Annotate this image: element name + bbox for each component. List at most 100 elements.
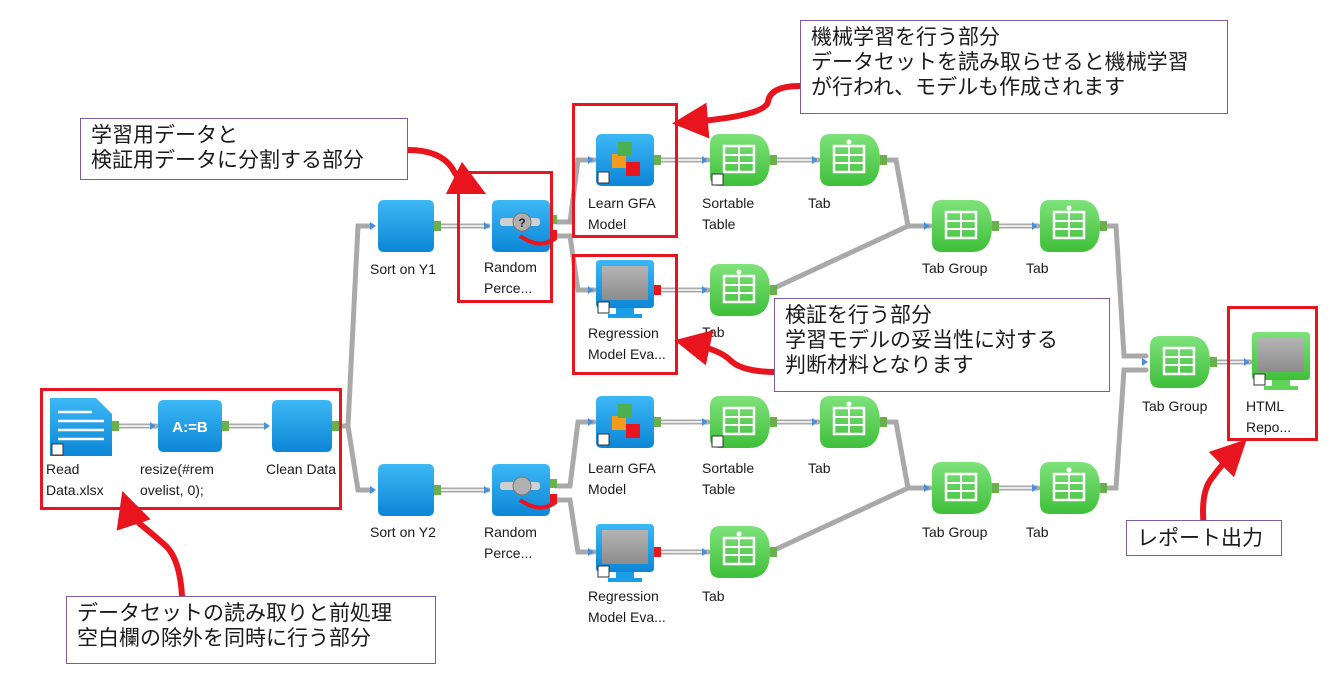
callout-line: が行われ、モデルも作成されます: [811, 75, 1126, 99]
expression-text: A:=B: [172, 419, 208, 436]
node-label: Read: [46, 461, 79, 477]
highlight-box-ml: [572, 103, 678, 238]
node-clean-data[interactable]: Clean Data: [264, 400, 339, 477]
node-label: Model Eva...: [588, 346, 666, 362]
node-regression-eval-1[interactable]: Regression Model Eva...: [588, 260, 666, 362]
callout-split: 学習用データと 検証用データに分割する部分: [80, 118, 408, 180]
node-label: Regression: [588, 588, 659, 604]
arrow-split: [405, 147, 487, 195]
node-tab-1[interactable]: [812, 134, 887, 186]
connector-inner-lines: [118, 159, 1250, 553]
node-label: Sortable: [702, 195, 754, 211]
callout-dataset: データセットの読み取りと前処理 空白欄の除外を同時に行う部分: [66, 596, 436, 664]
callout-line: 判断材料となります: [785, 353, 974, 377]
node-label: Repo...: [1246, 419, 1291, 435]
node-sortable-table-1[interactable]: [702, 134, 777, 186]
node-label: Regression: [588, 325, 659, 341]
node-learn-gfa-1[interactable]: Learn GFA Model: [588, 134, 661, 232]
sort-icon: [378, 200, 434, 252]
callout-line: データセットの読み取りと前処理: [77, 601, 392, 625]
node-random-partition-1[interactable]: ? Random Perce...: [484, 200, 558, 296]
node-tab-group-final[interactable]: [1142, 336, 1217, 388]
node-regression-eval-2[interactable]: Regression Model Eva...: [588, 524, 666, 625]
node-label: Tab Group: [1142, 398, 1208, 414]
connector: [879, 419, 933, 491]
green-nodes: [702, 134, 1217, 578]
callout-line: 検証を行う部分: [785, 303, 932, 327]
annotation-arrows: [116, 83, 1247, 599]
callout-line: 空白欄の除外を同時に行う部分: [77, 626, 371, 650]
callout-line: 機械学習を行う部分: [811, 25, 1000, 49]
highlight-box-split: [457, 171, 553, 303]
node-label: HTML: [1246, 398, 1284, 414]
node-label: Tab: [808, 460, 831, 476]
node-label: Table: [702, 216, 736, 232]
node-random-partition-2[interactable]: Random Perce...: [484, 464, 558, 561]
connector: [879, 157, 933, 229]
node-label: ovelist, 0);: [140, 482, 204, 498]
clean-icon: [272, 400, 332, 452]
node-label: Sort on Y2: [370, 524, 436, 540]
connector: [767, 223, 911, 293]
node-label: Model: [588, 216, 626, 232]
node-label: Table: [702, 481, 736, 497]
highlight-box-report: [1227, 306, 1318, 441]
connector: [553, 497, 597, 555]
callout-line: レポート出力: [1137, 526, 1263, 550]
callout-report: レポート出力: [1126, 520, 1282, 556]
arrow-ml: [672, 83, 803, 139]
node-learn-gfa-2[interactable]: Learn GFA Model: [588, 396, 661, 497]
node-label: Clean Data: [266, 461, 336, 477]
connector: [1099, 223, 1149, 359]
node-label: Tab: [1026, 260, 1049, 276]
node-read-data[interactable]: Read Data.xlsx: [46, 398, 119, 498]
node-sort-y1[interactable]: Sort on Y1: [370, 200, 441, 277]
node-label: Tab Group: [922, 524, 988, 540]
node-label: Sort on Y1: [370, 261, 436, 277]
highlight-box-verify: [572, 254, 678, 375]
node-label: Model: [588, 481, 626, 497]
node-label: Random: [484, 524, 537, 540]
node-tab-group-1[interactable]: [924, 200, 999, 252]
node-tab-g-2[interactable]: [1032, 462, 1107, 514]
sort-icon: [378, 464, 434, 516]
node-tab-g-1[interactable]: [1032, 200, 1107, 252]
node-label: Perce...: [484, 280, 532, 296]
connector: [767, 485, 911, 555]
connector: [553, 419, 597, 489]
node-label: Tab: [702, 324, 725, 340]
expression-icon: [158, 400, 222, 452]
node-sortable-table-2[interactable]: [702, 396, 777, 448]
arrow-dataset: [116, 490, 185, 599]
node-resize[interactable]: A:=B resize(#rem ovelist, 0);: [140, 400, 229, 498]
node-label: Sortable: [702, 460, 754, 476]
question-mark: ?: [518, 216, 525, 230]
node-label: Model Eva...: [588, 609, 666, 625]
callout-verify: 検証を行う部分 学習モデルの妥当性に対する 判断材料となります: [774, 298, 1110, 392]
callout-ml: 機械学習を行う部分 データセットを読み取らせると機械学習 が行われ、モデルも作成…: [800, 20, 1228, 114]
node-html-report[interactable]: HTML Repo...: [1244, 332, 1310, 435]
callout-line: 学習モデルの妥当性に対する: [785, 328, 1058, 352]
node-label: Perce...: [484, 545, 532, 561]
node-label: Tab Group: [922, 260, 988, 276]
arrow-report: [1200, 439, 1247, 531]
node-label: resize(#rem: [140, 461, 214, 477]
node-label: Tab: [808, 195, 831, 211]
highlight-box-dataset: [40, 388, 342, 510]
node-label: Data.xlsx: [46, 482, 104, 498]
node-tab-eval-1[interactable]: [702, 264, 777, 316]
connector: [1099, 367, 1149, 491]
node-label: Tab: [1026, 524, 1049, 540]
node-tab-eval-2[interactable]: [702, 526, 777, 578]
shortcut-icon: [51, 443, 64, 456]
callout-line: 検証用データに分割する部分: [91, 148, 364, 172]
callout-line: 学習用データと: [91, 123, 238, 147]
shortcut-icon: [711, 435, 724, 448]
node-sort-y2[interactable]: Sort on Y2: [370, 464, 441, 540]
node-tab-group-2[interactable]: [924, 462, 999, 514]
node-tab-2[interactable]: [812, 396, 887, 448]
node-label: Random: [484, 259, 537, 275]
node-label: Learn GFA: [588, 195, 656, 211]
arrow-verify: [674, 330, 779, 375]
node-label: Learn GFA: [588, 460, 656, 476]
